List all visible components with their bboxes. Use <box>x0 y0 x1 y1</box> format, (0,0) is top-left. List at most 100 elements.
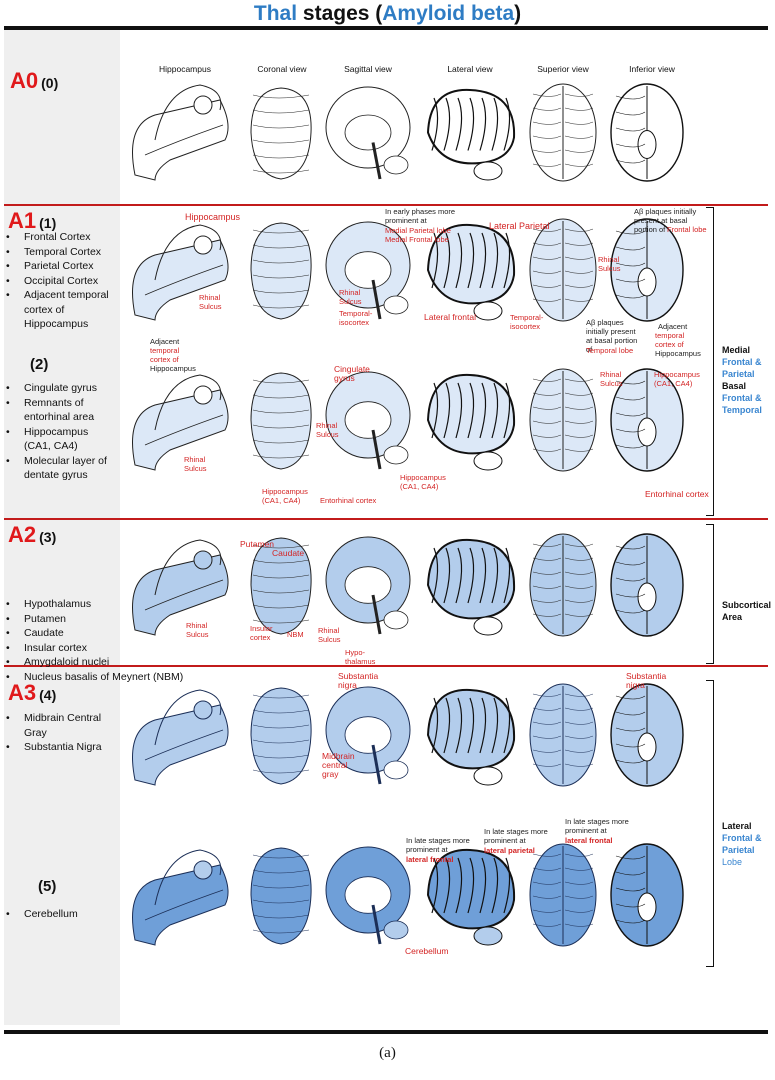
ann-substantia-nigra-sag: Substantia nigra <box>338 671 379 690</box>
list-item: Temporal Cortex <box>4 245 116 260</box>
brain-coronal-view <box>250 847 312 945</box>
ann-abeta-frontal: Aβ plaques initially present at basal po… <box>634 207 697 234</box>
brain-hippo-view <box>132 849 229 946</box>
ann-nbm: NBM <box>287 630 304 639</box>
ann-putamen: Putamen <box>240 539 275 549</box>
brain-sagittal-view <box>325 221 411 320</box>
list-item: Caudate <box>4 626 219 641</box>
brain-coronal-view <box>250 222 312 320</box>
list-item: Hypothalamus <box>4 597 219 612</box>
brain-lateral-view <box>426 223 516 321</box>
ann-adjacent-hip: Adjacent <box>150 337 180 346</box>
list-item: Adjacent temporal cortex of Hippocampus <box>4 288 116 332</box>
brain-lateral-view <box>426 88 516 181</box>
ann-rhinal-sulcus-sag2: Rhinal Sulcus <box>316 421 339 439</box>
ann-temporal-isocortex-lat: Temporal-isocortex <box>510 313 544 331</box>
ann-hippocampus-ca-sag: Hippocampus (CA1, CA4) <box>400 473 446 491</box>
ann-hippocampus-inf: Hippocampus <box>655 349 701 358</box>
ann-frontal-lobe: Frontal lobe <box>667 225 707 234</box>
ann-entorhinal-inf: Entorhinal cortex <box>645 489 709 499</box>
ann-temporal-lobe: Temporal lobe <box>586 346 634 355</box>
ann-lateral-frontal: Lateral frontal <box>424 312 476 322</box>
stage-a0-label: A0(0) <box>10 68 59 93</box>
separator-a2 <box>4 518 768 520</box>
brain-superior-view <box>529 843 597 947</box>
ann-medial-parietal: Medial Parietal lobe <box>385 226 451 235</box>
side-label-a3: Lateral Frontal & Parietal Lobe <box>722 821 762 867</box>
brain-superior-view <box>529 533 597 637</box>
brain-inferior-view <box>610 843 684 947</box>
ann-substantia-nigra-inf: Substantia nigra <box>626 671 667 690</box>
side-label-a1: Medial Frontal & Parietal Basal Frontal … <box>722 345 762 415</box>
separator-a3 <box>4 665 768 667</box>
a3-substage-5: (5) <box>38 878 57 895</box>
list-item: Frontal Cortex <box>4 230 116 245</box>
list-item: Substantia Nigra <box>4 740 116 755</box>
brain-superior-view <box>529 218 597 322</box>
brain-inferior-view <box>610 368 684 472</box>
ann-late-lateral-frontal-2: lateral frontal <box>565 836 613 845</box>
brain-hippo-view <box>132 224 229 321</box>
ann-rhinal-sulcus-hip1: Rhinal Sulcus <box>199 293 222 311</box>
brain-superior-view <box>529 683 597 787</box>
list-item: Insular cortex <box>4 641 219 656</box>
brain-hippo-view <box>132 374 229 471</box>
a2-region-list: Hypothalamus Putamen Caudate Insular cor… <box>4 597 219 684</box>
ann-lateral-parietal: Lateral Parietal <box>489 221 550 231</box>
brain-coronal-view <box>250 537 312 635</box>
view-label-lateral: Lateral view <box>447 64 493 74</box>
ann-caudate: Caudate <box>272 548 305 558</box>
brace-a1 <box>706 207 714 516</box>
ann-temporal-cortex-hip: temporal cortex of <box>150 346 180 364</box>
view-label-sagittal: Sagittal view <box>344 64 392 74</box>
ann-temporal-isocortex-sag: Temporal-isocortex <box>339 309 373 327</box>
ann-entorhinal-sag: Entorhinal cortex <box>320 496 377 505</box>
ann-hippocampus-hip: Hippocampus <box>150 364 196 373</box>
brain-sagittal-view <box>325 686 411 785</box>
list-item: Hippocampus (CA1, CA4) <box>4 425 116 454</box>
ann-rhinal-sulcus-sag1: Rhinal Sulcus <box>339 288 362 306</box>
side-label-a2: Subcortical Area <box>722 600 772 622</box>
ann-abeta-temporal: Aβ plaques initially present at basal po… <box>586 318 638 354</box>
brain-lateral-view <box>426 373 516 471</box>
ann-hippocampus: Hippocampus <box>185 212 241 222</box>
brace-a2 <box>706 524 714 664</box>
bottom-rule <box>4 1030 768 1034</box>
ann-hypothalamus: Hypo-thalamus <box>345 648 376 666</box>
ann-midbrain-gray: Midbrain central gray <box>322 751 355 779</box>
view-label-superior: Superior view <box>537 64 589 74</box>
brain-hippo-view <box>132 84 229 181</box>
ann-rhinal-sulcus-inf1: Rhinal Sulcus <box>598 255 621 273</box>
ann-late-stage-2: In late stages more prominent at <box>484 827 548 845</box>
ann-temporal-cortex-inf: temporal cortex of <box>655 331 685 349</box>
ann-hippocampus-ca-inf: Hippocampus (CA1, CA4) <box>654 370 700 388</box>
brain-sagittal-view <box>325 846 411 945</box>
ann-hippocampus-ca-cor: Hippocampus (CA1, CA4) <box>262 487 308 505</box>
a3-region-list-4: Midbrain Central Gray Substantia Nigra <box>4 711 116 755</box>
ann-late-stage-3: In late stages more prominent at <box>565 817 629 835</box>
separator-a1 <box>4 204 768 206</box>
brain-coronal-view <box>250 87 312 180</box>
brain-lateral-view <box>426 688 516 786</box>
list-item: Cingulate gyrus <box>4 381 116 396</box>
brain-lateral-view <box>426 538 516 636</box>
ann-insular-cortex: Insular cortex <box>250 624 273 642</box>
brace-a3 <box>706 680 714 967</box>
brain-inferior-view <box>610 218 684 322</box>
brain-sagittal-view <box>325 536 411 635</box>
ann-rhinal-sulcus-inf2: Rhinal Sulcus <box>600 370 623 388</box>
list-item: Remnants of entorhinal area <box>4 396 116 425</box>
list-item: Midbrain Central Gray <box>4 711 116 740</box>
brain-sagittal-view <box>325 86 411 180</box>
a1-region-list-1: Frontal Cortex Temporal Cortex Parietal … <box>4 230 116 332</box>
ann-late-lateral-frontal-1: lateral frontal <box>406 855 454 864</box>
ann-late-lateral-parietal: lateral parietal <box>484 846 535 855</box>
ann-late-stage-1: In late stages more prominent at <box>406 836 470 854</box>
view-label-coronal: Coronal view <box>257 64 307 74</box>
brain-superior-view <box>529 368 597 472</box>
list-item: Putamen <box>4 612 219 627</box>
stage-a3-label: A3(4) <box>8 680 57 705</box>
brain-lateral-view <box>426 848 516 946</box>
figure-caption: (a) <box>379 1045 396 1061</box>
ann-cerebellum: Cerebellum <box>405 946 449 956</box>
